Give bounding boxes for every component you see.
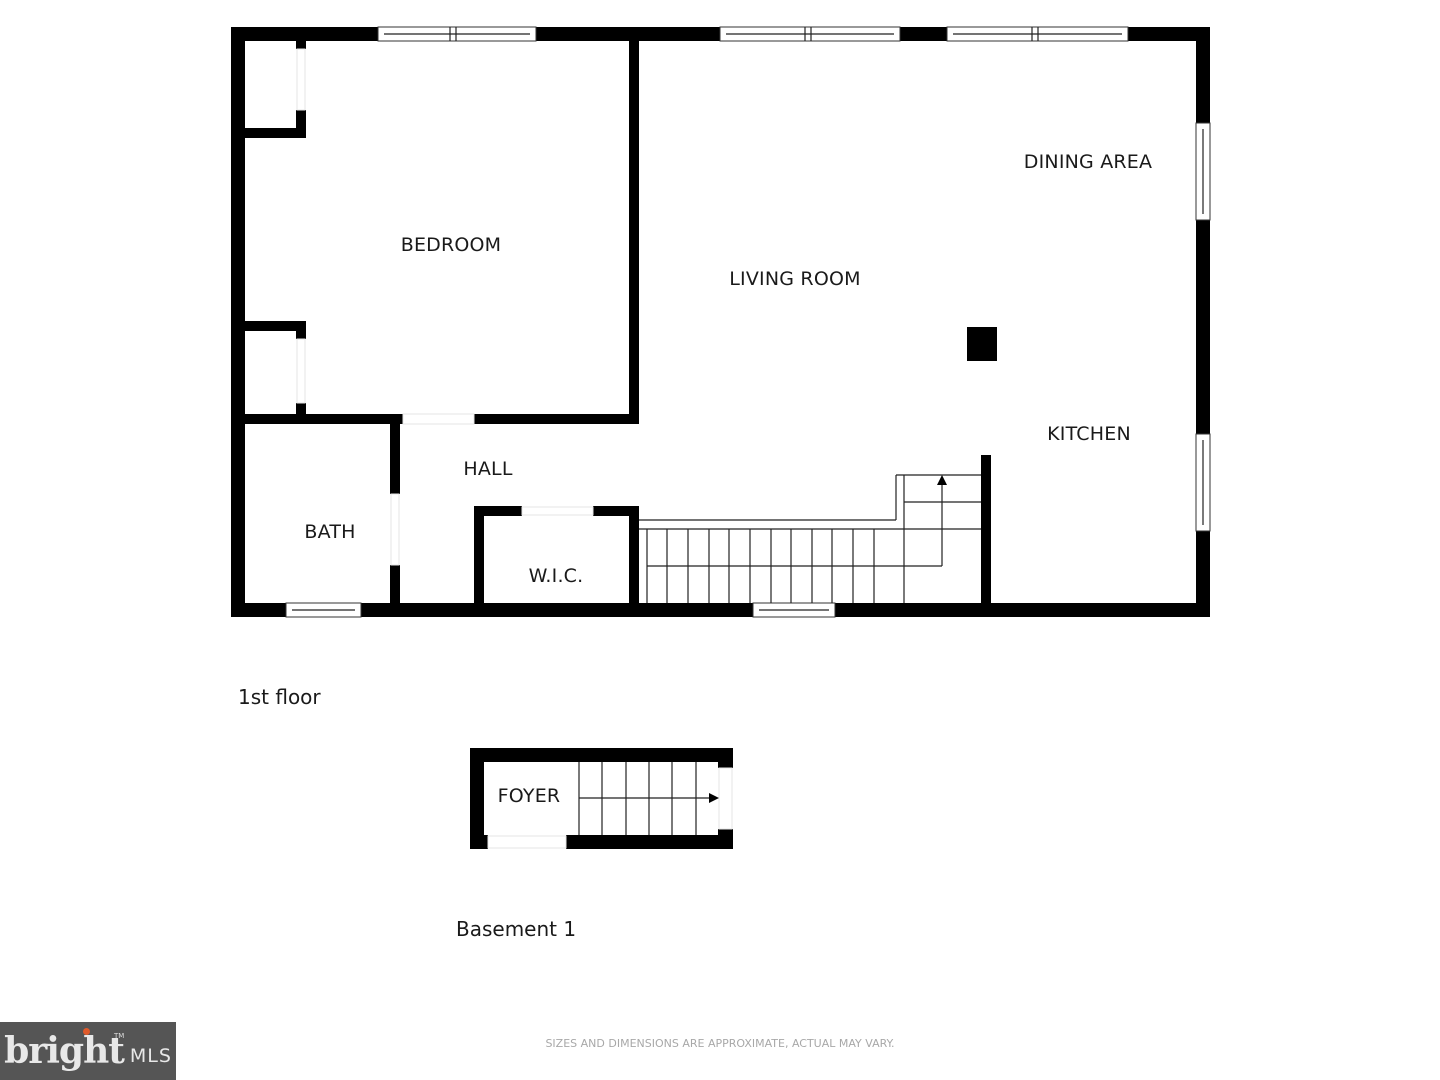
floor-label-basement: Basement 1 xyxy=(456,917,576,941)
room-label-living-room: LIVING ROOM xyxy=(729,268,860,290)
stair-direction-arrow-icon xyxy=(937,475,947,485)
first-floor-walls xyxy=(231,27,1210,617)
stair-direction-arrow-icon xyxy=(709,793,719,803)
structural-column xyxy=(967,327,997,361)
room-label-wic: W.I.C. xyxy=(529,565,584,587)
room-label-dining-area: DINING AREA xyxy=(1024,151,1152,173)
logo-accent-dot-icon xyxy=(83,1028,90,1035)
bright-mls-logo: bright TM MLS xyxy=(0,1022,176,1080)
room-label-kitchen: KITCHEN xyxy=(1047,423,1131,445)
room-label-foyer: FOYER xyxy=(498,785,561,807)
windows xyxy=(285,26,1211,618)
basement-walls xyxy=(470,748,733,849)
floor-label-first: 1st floor xyxy=(238,685,321,709)
room-label-bath: BATH xyxy=(304,521,355,543)
room-label-bedroom: BEDROOM xyxy=(401,234,502,256)
room-label-hall: HALL xyxy=(463,458,512,480)
disclaimer-text: SIZES AND DIMENSIONS ARE APPROXIMATE, AC… xyxy=(545,1037,894,1050)
logo-brand-text: bright xyxy=(4,1030,125,1072)
staircase-basement xyxy=(578,762,719,835)
staircase-first-floor xyxy=(639,474,981,603)
logo-suffix-text: MLS xyxy=(129,1045,172,1067)
logo-trademark: TM xyxy=(114,1032,125,1040)
